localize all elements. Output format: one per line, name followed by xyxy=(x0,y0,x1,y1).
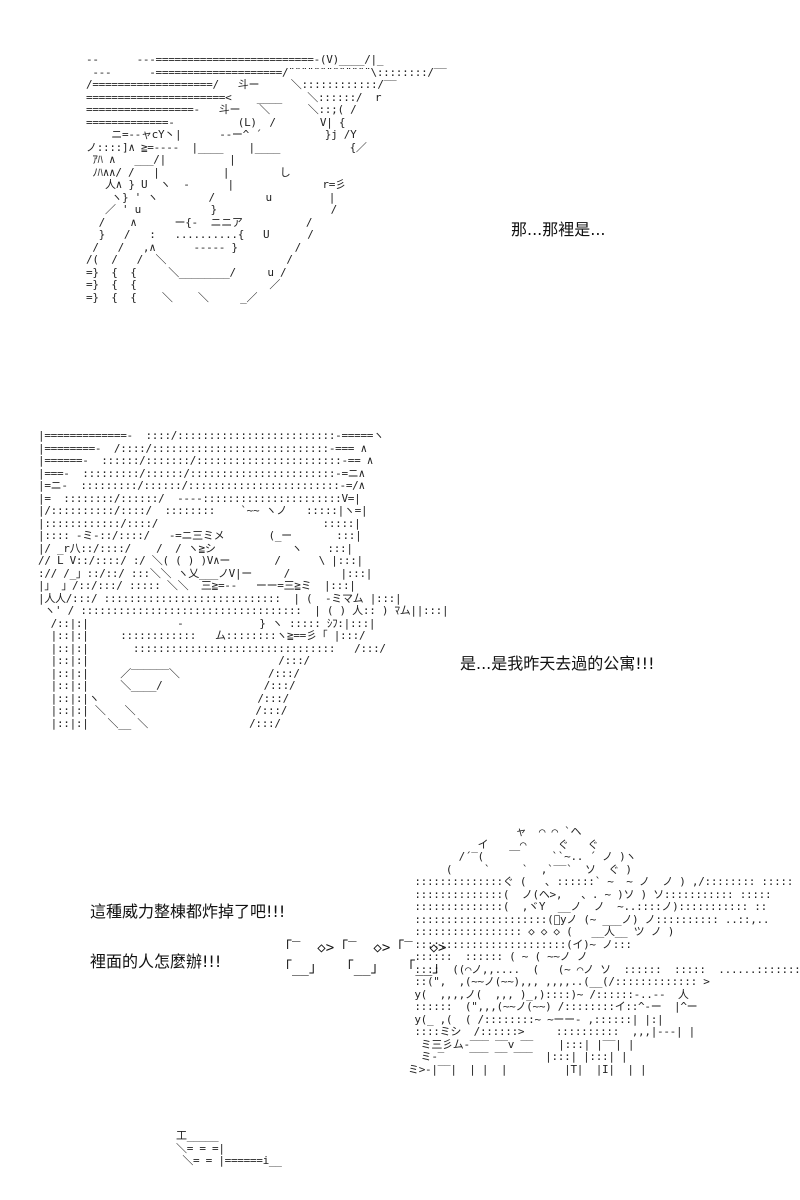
panel-1-caption: 那...那裡是... xyxy=(511,220,606,239)
panel-3-caption-1: 這種威力整棟都炸掉了吧!!! xyxy=(90,902,286,921)
panel-3-caption-2: 裡面的人怎麼辦!!! xyxy=(90,952,222,971)
panel-3: ャ ⌒ ⌒ `ヘ イ ⌒ ぐ ぐ /´‾( ￣ ``~.. ´ ノ )ヽ ( `… xyxy=(0,820,800,1200)
panel-1: -- ---=========================-(V)____/… xyxy=(0,0,800,400)
ascii-art-figure-shocked: -- ---=========================-(V)____/… xyxy=(86,53,447,304)
ascii-art-rubble: 工_____ ＼= = =| ＼= = |======i__ xyxy=(176,1129,282,1167)
ascii-art-figure-face: |=============- ::::/:::::::::::::::::::… xyxy=(38,429,449,730)
sfx-rumble-text: 「‾ ◇>「‾ ◇>「‾ ◇> 「__」 「__」 「__」 xyxy=(278,940,447,976)
panel-2: |=============- ::::/:::::::::::::::::::… xyxy=(0,420,800,810)
ascii-art-explosion-cloud: ャ ⌒ ⌒ `ヘ イ ⌒ ぐ ぐ /´‾( ￣ ``~.. ´ ノ )ヽ ( `… xyxy=(408,825,800,1076)
panel-2-caption: 是...是我昨天去過的公寓!!! xyxy=(460,654,655,673)
